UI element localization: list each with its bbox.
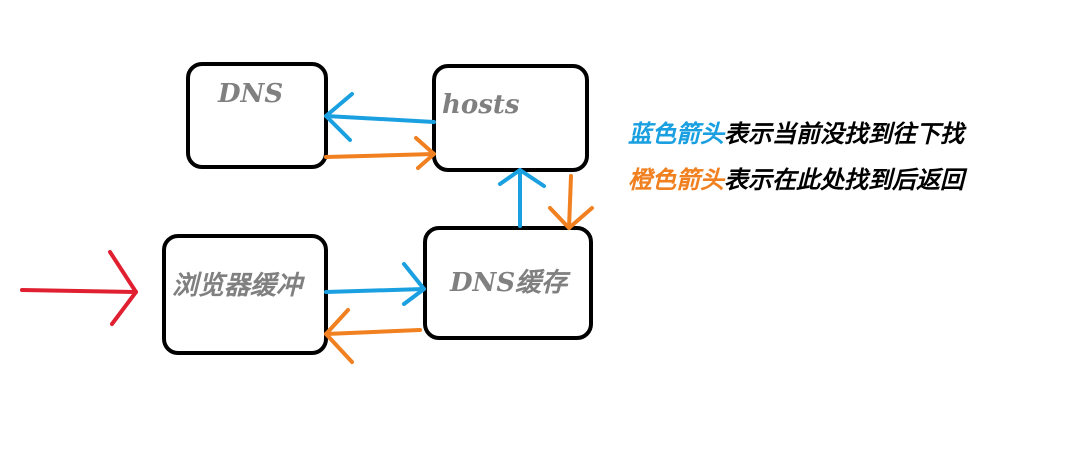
legend-blue: 蓝色箭头表示当前没找到往下找 bbox=[628, 114, 964, 149]
blue-arrow-dnscache-to-hosts bbox=[498, 168, 546, 228]
legend-orange-desc: 表示在此处找到后返回 bbox=[724, 166, 964, 194]
blue-arrow-hosts-to-dns bbox=[324, 92, 436, 142]
node-dns-cache-box bbox=[423, 226, 593, 340]
node-dns-label: DNS bbox=[217, 79, 283, 109]
orange-arrow-hosts-to-dnscache bbox=[548, 174, 594, 230]
node-hosts-box bbox=[432, 64, 589, 172]
blue-arrow-browser-to-dnscache bbox=[324, 262, 426, 306]
legend-blue-desc: 表示当前没找到往下找 bbox=[724, 120, 964, 148]
node-hosts-label: hosts bbox=[442, 90, 520, 120]
node-browser-cache: 浏览器缓冲 bbox=[162, 234, 328, 355]
node-browser-cache-label: 浏览器缓冲 bbox=[172, 271, 306, 301]
node-dns: DNS bbox=[186, 62, 328, 169]
entry-arrow bbox=[20, 250, 138, 326]
node-browser-cache-box bbox=[162, 234, 328, 355]
orange-arrow-dns-to-hosts bbox=[324, 136, 436, 170]
orange-arrow-dnscache-to-browser bbox=[324, 308, 422, 364]
legend-orange-key: 橙色箭头 bbox=[628, 166, 724, 194]
node-hosts: hosts bbox=[432, 64, 589, 172]
legend-blue-key: 蓝色箭头 bbox=[628, 120, 724, 148]
node-dns-cache-label: DNS缓存 bbox=[449, 268, 571, 298]
node-dns-cache: DNS缓存 bbox=[423, 226, 593, 340]
legend-orange: 橙色箭头表示在此处找到后返回 bbox=[628, 160, 964, 195]
